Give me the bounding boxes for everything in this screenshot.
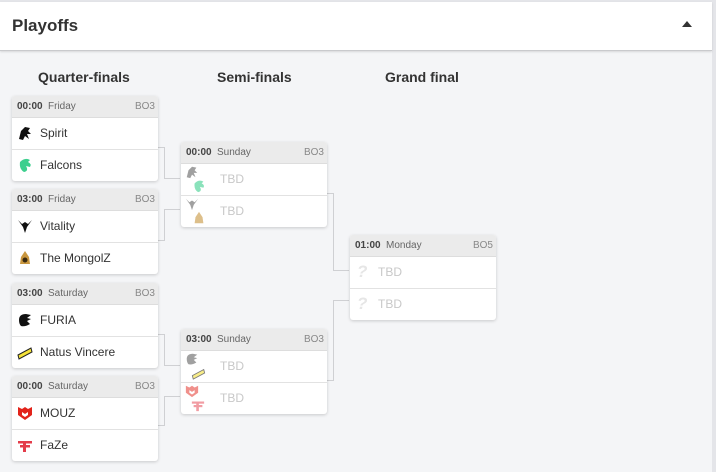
falcons-logo-icon (194, 180, 204, 193)
faze-logo-icon (191, 401, 205, 412)
round-title-quarterfinals: Quarter-finals (38, 69, 130, 85)
team-row[interactable]: Spirit (12, 118, 158, 150)
team-name: FURIA (40, 313, 76, 327)
match-card-sf1[interactable]: 00:00 Sunday BO3 TBD TBD (181, 142, 327, 227)
question-mark-icon: ? (357, 294, 368, 313)
match-format: BO5 (472, 240, 493, 251)
team-name: TBD (378, 297, 402, 311)
match-format: BO3 (303, 147, 324, 158)
team-row[interactable]: Falcons (12, 150, 158, 181)
match-day: Sunday (217, 334, 251, 345)
caret-up-icon[interactable] (682, 21, 692, 27)
match-header: 00:00 Saturday BO3 (12, 376, 158, 398)
team-row[interactable]: FURIA (12, 305, 158, 337)
team-row[interactable]: TBD (181, 164, 327, 196)
team-name: Natus Vincere (40, 345, 116, 359)
match-header: 03:00 Friday BO3 (12, 189, 158, 211)
team-row[interactable]: TBD (181, 351, 327, 383)
spirit-logo-icon (19, 127, 31, 140)
team-name: TBD (220, 204, 244, 218)
team-row[interactable]: Vitality (12, 211, 158, 243)
match-time: 03:00 (17, 288, 43, 299)
mouz-logo-icon (185, 385, 199, 398)
faze-logo-icon (18, 441, 32, 452)
match-card-qf3[interactable]: 03:00 Saturday BO3 FURIA Natus Vincere (12, 283, 158, 368)
mouz-logo-icon (18, 407, 32, 420)
team-name: MOUZ (40, 406, 76, 420)
match-card-qf2[interactable]: 03:00 Friday BO3 Vitality The MongolZ (12, 189, 158, 274)
match-header: 03:00 Sunday BO3 (181, 329, 327, 351)
match-header: 00:00 Friday BO3 (12, 96, 158, 118)
team-row[interactable]: TBD (181, 383, 327, 414)
furia-logo-icon (19, 314, 31, 327)
match-card-sf2[interactable]: 03:00 Sunday BO3 TBD TBD (181, 329, 327, 414)
match-day: Friday (48, 194, 76, 205)
team-row[interactable]: The MongolZ (12, 243, 158, 274)
vitality-logo-icon (18, 220, 32, 233)
team-name: Spirit (40, 126, 68, 140)
team-name: TBD (378, 265, 402, 279)
match-header: 01:00 Monday BO5 (350, 235, 496, 257)
team-name: Vitality (40, 219, 76, 233)
navi-logo-icon (191, 368, 206, 380)
furia-logo-icon (186, 353, 198, 365)
team-row[interactable]: Natus Vincere (12, 337, 158, 368)
match-format: BO3 (134, 381, 155, 392)
match-time: 00:00 (186, 147, 212, 158)
match-day: Saturday (48, 381, 89, 392)
match-format: BO3 (134, 288, 155, 299)
vitality-logo-icon (185, 198, 199, 211)
match-header: 00:00 Sunday BO3 (181, 142, 327, 164)
round-title-grand-final: Grand final (385, 69, 459, 85)
team-name: TBD (220, 359, 244, 373)
team-row[interactable]: ? TBD (350, 257, 496, 289)
falcons-logo-icon (19, 158, 31, 172)
team-name: FaZe (40, 438, 69, 452)
team-row[interactable]: FaZe (12, 430, 158, 461)
panel-header[interactable]: Playoffs (0, 2, 712, 51)
team-row[interactable]: MOUZ (12, 398, 158, 430)
match-time: 00:00 (17, 381, 43, 392)
spirit-logo-icon (186, 166, 198, 179)
match-time: 00:00 (17, 101, 43, 112)
team-name: The MongolZ (40, 251, 111, 265)
team-name: Falcons (40, 158, 83, 172)
match-card-qf4[interactable]: 00:00 Saturday BO3 MOUZ FaZe (12, 376, 158, 461)
match-format: BO3 (303, 334, 324, 345)
team-name: TBD (220, 391, 244, 405)
match-day: Sunday (217, 147, 251, 158)
match-day: Friday (48, 101, 76, 112)
match-card-grand-final[interactable]: 01:00 Monday BO5 ? TBD ? TBD (350, 235, 496, 320)
team-row[interactable]: TBD (181, 196, 327, 227)
match-time: 03:00 (186, 334, 212, 345)
mongolz-logo-icon (194, 211, 204, 224)
match-time: 01:00 (355, 240, 381, 251)
match-format: BO3 (134, 194, 155, 205)
match-day: Monday (386, 240, 422, 251)
match-time: 03:00 (17, 194, 43, 205)
navi-logo-icon (17, 347, 33, 360)
match-header: 03:00 Saturday BO3 (12, 283, 158, 305)
team-row[interactable]: ? TBD (350, 289, 496, 320)
round-title-semifinals: Semi-finals (217, 69, 292, 85)
question-mark-icon: ? (357, 262, 368, 281)
mongolz-logo-icon (20, 251, 30, 264)
match-format: BO3 (134, 101, 155, 112)
team-name: TBD (220, 172, 244, 186)
match-card-qf1[interactable]: 00:00 Friday BO3 Spirit Falcons (12, 96, 158, 181)
panel-title: Playoffs (12, 16, 79, 35)
match-day: Saturday (48, 288, 89, 299)
